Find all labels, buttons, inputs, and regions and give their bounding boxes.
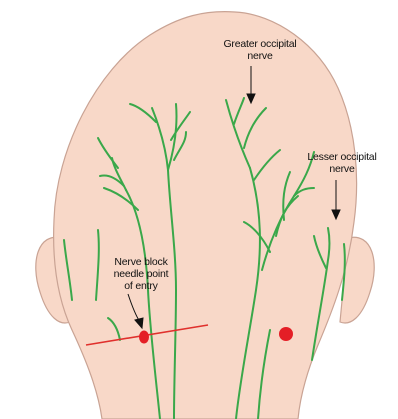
greater-occipital-nerve-label: Greater occipital nerve — [200, 38, 320, 62]
lesser-occipital-nerve-label: Lesser occipital nerve — [292, 151, 392, 175]
nerve-block-label-line2: needle point — [96, 268, 186, 280]
nerve-block-label-line1: Nerve block — [96, 256, 186, 268]
greater-occipital-label-line1: Greater occipital — [200, 38, 320, 50]
nerve-block-entry-label: Nerve block needle point of entry — [96, 256, 186, 292]
lesser-occipital-label-line2: nerve — [292, 163, 392, 175]
lesser-occipital-label-line1: Lesser occipital — [292, 151, 392, 163]
greater-occipital-label-line2: nerve — [200, 50, 320, 62]
needle-entry-point — [139, 331, 149, 344]
nerve-block-label-line3: of entry — [96, 280, 186, 292]
head-outline — [54, 12, 357, 419]
right-injection-point — [279, 327, 293, 341]
head — [36, 12, 374, 419]
